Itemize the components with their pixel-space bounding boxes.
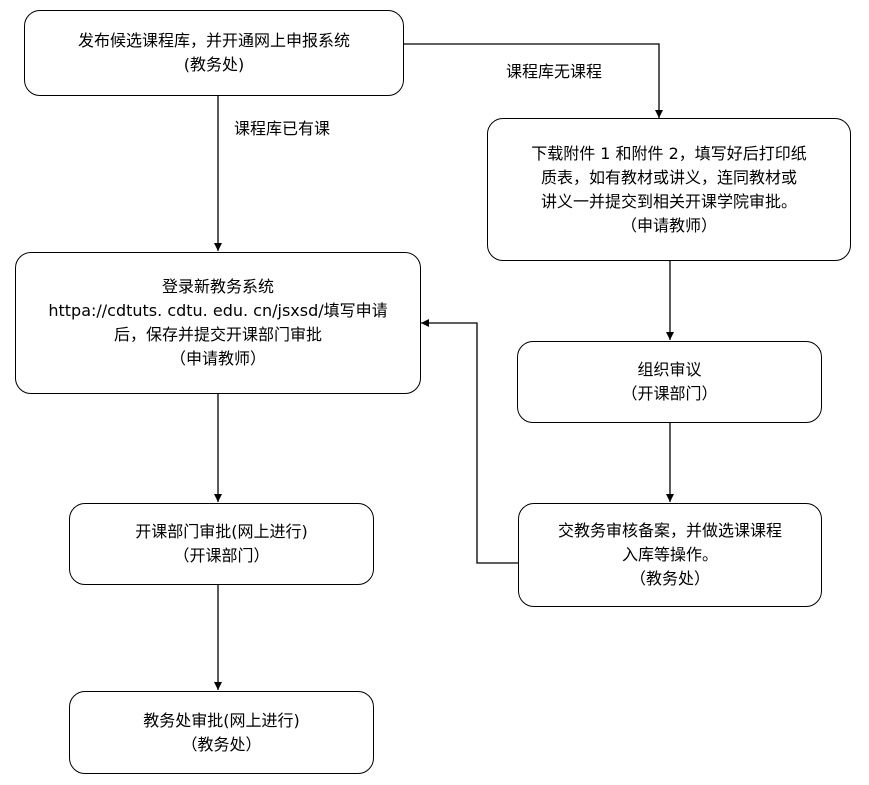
- node-download-line-2: 质表，如有教材或讲义，连同教材或: [540, 167, 797, 187]
- node-dept-approve: 开课部门审批(网上进行) （开课部门）: [69, 503, 374, 585]
- node-office-approve-line-2: （教务处）: [181, 734, 262, 754]
- node-review: 组织审议 （开课部门）: [517, 341, 822, 423]
- node-login-line-1: 登录新教务系统: [161, 277, 274, 296]
- node-download-line-4: （申请教师）: [620, 215, 717, 235]
- node-dept-approve-line-2: （开课部门）: [173, 546, 270, 565]
- node-login: 登录新教务系统 httpa://cdtuts. cdtu. edu. cn/js…: [15, 252, 421, 394]
- node-download-line-1: 下载附件 1 和附件 2，填写好后打印纸: [531, 143, 807, 163]
- arrow-publish-to-download: [404, 43, 663, 118]
- node-download-line-3: 讲义一并提交到相关开课学院审批。: [540, 191, 797, 211]
- node-login-line-4: （申请教师）: [169, 349, 266, 368]
- node-office-approve: 教务处审批(网上进行) （教务处）: [69, 691, 374, 774]
- node-publish-line-2: (教务处): [183, 55, 245, 74]
- node-publish-line-1: 发布候选课程库，并开通网上申报系统: [77, 31, 350, 50]
- node-file: 交教务审核备案，并做选课课程 入库等操作。 （教务处）: [518, 503, 822, 607]
- node-dept-approve-line-1: 开课部门审批(网上进行): [135, 522, 308, 541]
- edge-label-has-course: 课程库已有课: [234, 119, 331, 138]
- arrow-file-to-login: [421, 319, 518, 564]
- node-office-approve-line-1: 教务处审批(网上进行): [143, 710, 300, 730]
- node-login-line-2: httpa://cdtuts. cdtu. edu. cn/jsxsd/填写申请: [48, 301, 388, 320]
- node-publish: 发布候选课程库，并开通网上申报系统 (教务处): [24, 10, 404, 96]
- node-download: 下载附件 1 和附件 2，填写好后打印纸 质表，如有教材或讲义，连同教材或 讲义…: [487, 118, 851, 261]
- node-file-line-3: （教务处）: [629, 569, 710, 588]
- node-file-line-1: 交教务审核备案，并做选课课程: [557, 521, 782, 540]
- node-file-line-2: 入库等操作。: [621, 545, 718, 564]
- node-review-line-1: 组织审议: [637, 360, 702, 379]
- node-login-line-3: 后，保存并提交开课部门审批: [113, 325, 322, 344]
- edge-label-no-course: 课程库无课程: [506, 62, 603, 81]
- node-review-line-2: （开课部门）: [621, 384, 718, 403]
